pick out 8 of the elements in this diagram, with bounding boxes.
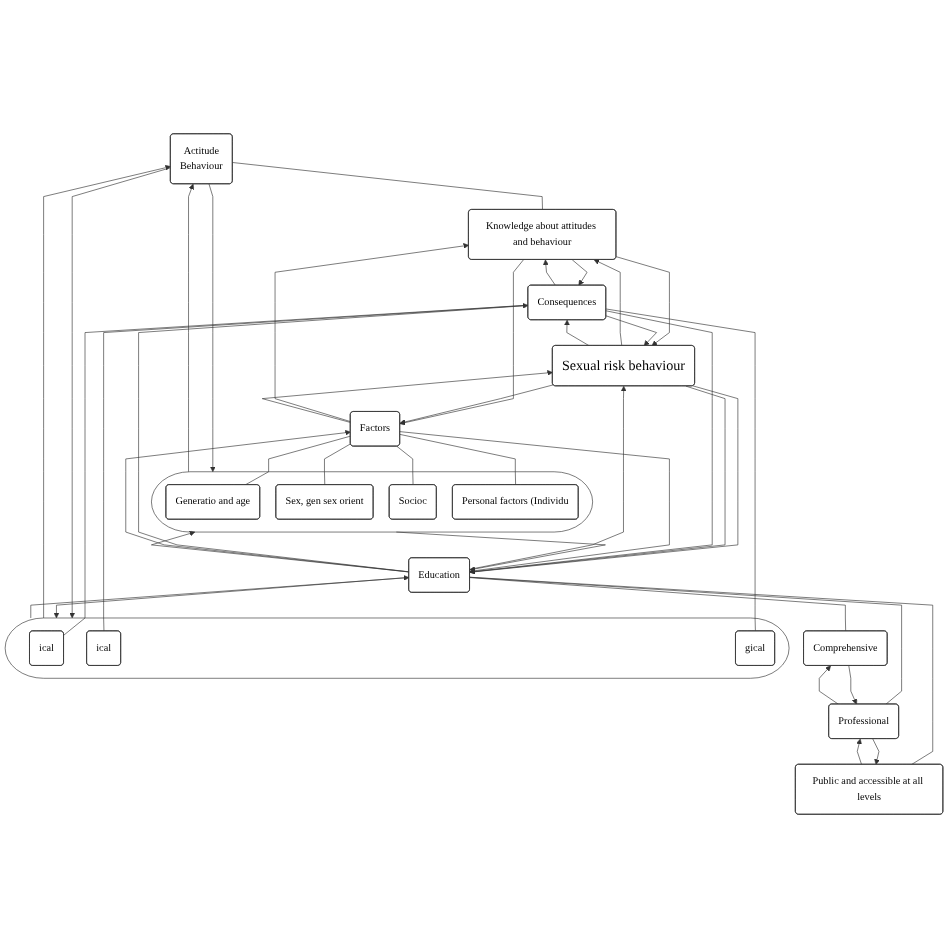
connector xyxy=(469,577,846,632)
connector xyxy=(396,446,414,486)
connector xyxy=(232,162,543,211)
connector xyxy=(399,434,516,486)
connector xyxy=(324,443,351,486)
connector xyxy=(244,435,351,486)
cluster xyxy=(151,471,593,533)
cluster xyxy=(4,617,790,679)
